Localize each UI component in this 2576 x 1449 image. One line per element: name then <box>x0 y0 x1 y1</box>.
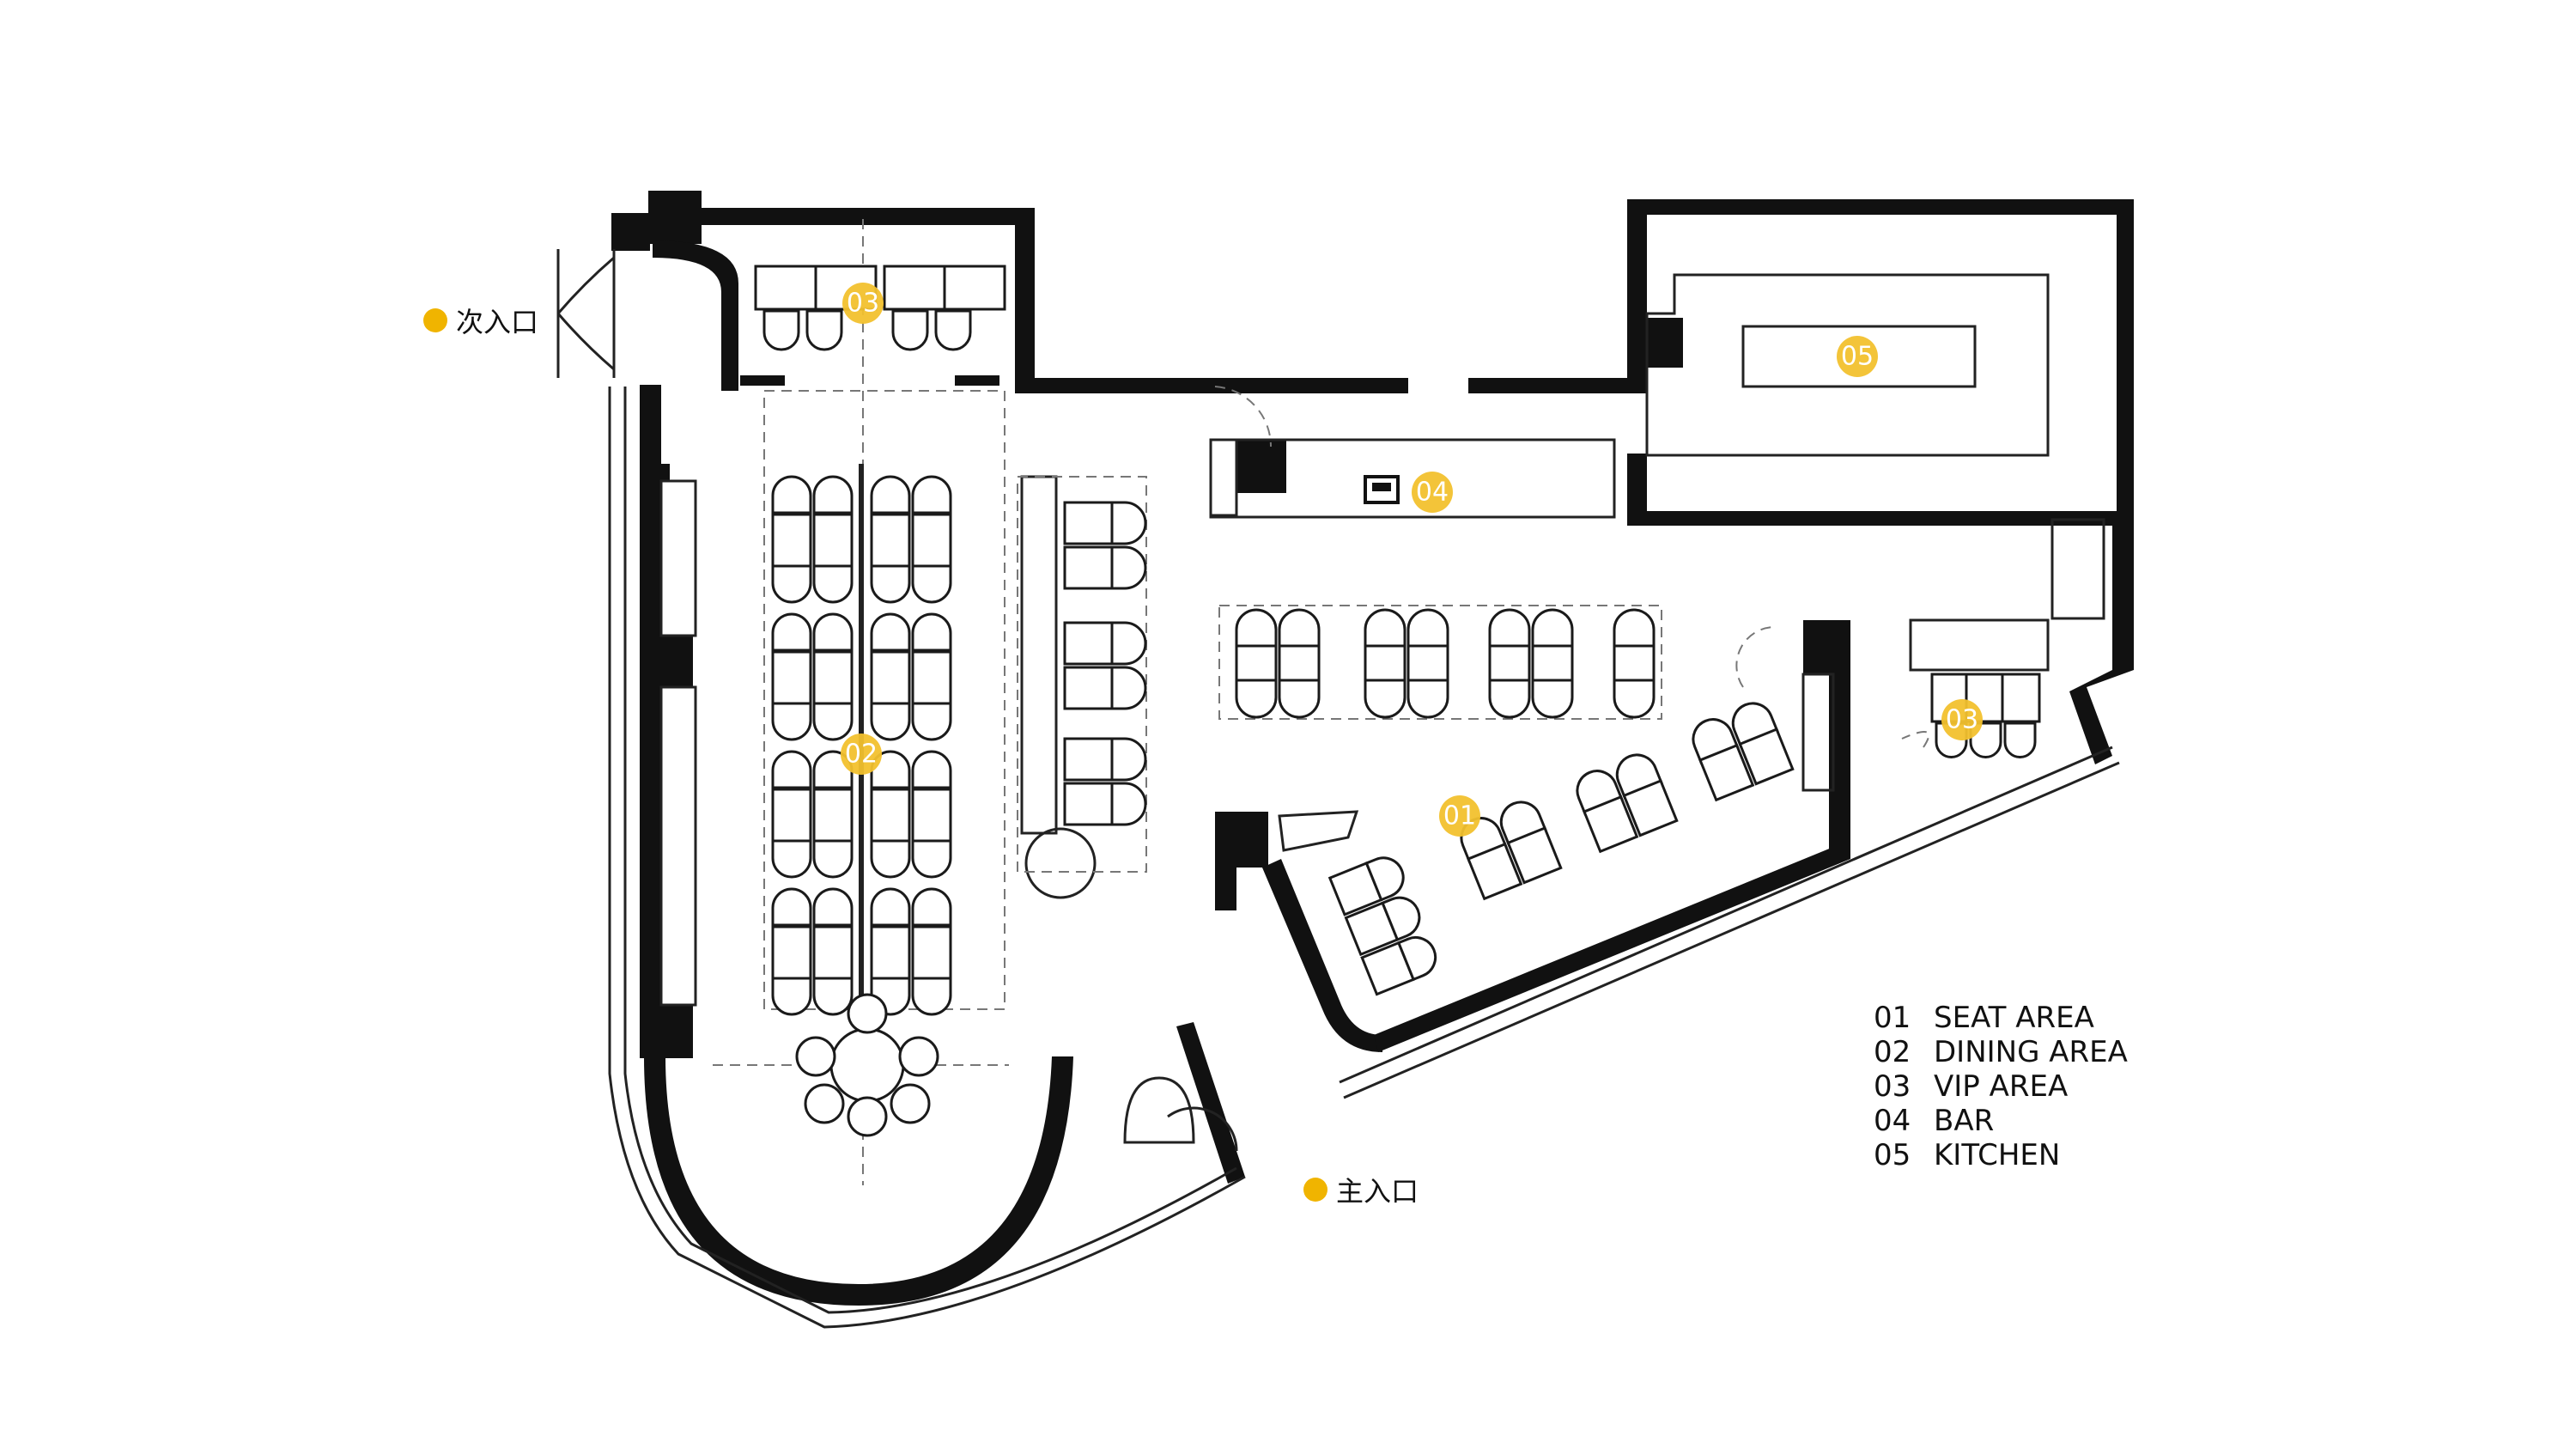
dining-table-set <box>812 750 854 879</box>
legend-number: 02 <box>1874 1035 1911 1069</box>
booth-furniture <box>1063 501 1147 826</box>
center-table-set <box>1235 608 1278 719</box>
outlines <box>556 249 2120 1329</box>
legend: 01 SEAT AREA 02 DINING AREA 03 VIP AREA … <box>1874 1001 2128 1172</box>
area-marker-vip-top: 03 <box>842 283 884 324</box>
center-table-set <box>1613 608 1656 719</box>
center-table-set <box>1531 608 1574 719</box>
dining-table-set <box>911 475 952 604</box>
legend-label: SEAT AREA <box>1934 1001 2094 1035</box>
booth-seat <box>1063 782 1147 826</box>
dining-table-set <box>771 887 812 1016</box>
area-marker-label: 03 <box>1946 705 1978 735</box>
seat-table-set <box>1692 702 1795 802</box>
dining-table-set <box>911 612 952 741</box>
legend-row: 01 SEAT AREA <box>1874 1001 2128 1035</box>
booth-seat <box>1063 737 1147 782</box>
coffee-machine-icon <box>1364 475 1400 504</box>
center-tables <box>1235 608 1656 719</box>
booth-seat <box>1063 545 1147 590</box>
dining-table-set <box>771 475 812 604</box>
secondary-entrance-text: 次入口 <box>456 306 539 338</box>
entrance-dot-icon <box>1303 1178 1327 1202</box>
dining-table-set <box>771 750 812 879</box>
area-marker-bar: 04 <box>1412 472 1453 513</box>
booth-seat <box>1063 666 1147 710</box>
center-table-set <box>1278 608 1321 719</box>
seat-table-set <box>1576 753 1679 854</box>
legend-label: DINING AREA <box>1934 1035 2128 1069</box>
legend-number: 01 <box>1874 1001 1911 1035</box>
legend-row: 03 VIP AREA <box>1874 1069 2128 1104</box>
dining-table-set <box>870 475 911 604</box>
legend-label: BAR <box>1934 1104 1995 1138</box>
entrance-dot-icon <box>423 308 447 332</box>
dining-table-set <box>812 475 854 604</box>
area-marker-dining: 02 <box>841 734 882 775</box>
area-marker-label: 01 <box>1443 801 1476 831</box>
center-table-set <box>1364 608 1406 719</box>
area-marker-seat: 01 <box>1439 795 1480 837</box>
area-marker-label: 05 <box>1841 342 1874 372</box>
dining-table-set <box>911 887 952 1016</box>
secondary-entrance-label: 次入口 <box>423 301 538 340</box>
legend-number: 03 <box>1874 1069 1911 1104</box>
corner-booth <box>1327 856 1437 996</box>
main-entrance-text: 主入口 <box>1336 1175 1419 1208</box>
area-marker-vip-right: 03 <box>1941 699 1983 740</box>
seat-area-furniture <box>1327 702 1795 996</box>
dining-table-set <box>870 750 911 879</box>
center-table-set <box>1488 608 1531 719</box>
legend-row: 05 KITCHEN <box>1874 1138 2128 1172</box>
area-markers: 03 02 04 05 01 03 <box>841 283 1983 837</box>
legend-number: 05 <box>1874 1138 1911 1172</box>
area-marker-label: 03 <box>847 289 879 319</box>
walls <box>611 191 2134 1306</box>
dining-table-set <box>812 612 854 741</box>
legend-label: VIP AREA <box>1934 1069 2069 1104</box>
dining-table-set <box>870 612 911 741</box>
dining-furniture <box>771 464 952 1137</box>
dining-table-set <box>870 887 911 1016</box>
area-marker-kitchen: 05 <box>1837 336 1878 377</box>
main-entrance-label: 主入口 <box>1303 1170 1419 1209</box>
dining-table-set <box>771 612 812 741</box>
dining-table-set <box>812 887 854 1016</box>
legend-row: 02 DINING AREA <box>1874 1035 2128 1069</box>
legend-number: 04 <box>1874 1104 1911 1138</box>
legend-row: 04 BAR <box>1874 1104 2128 1138</box>
area-marker-label: 02 <box>845 740 878 770</box>
booth-seat <box>1063 621 1147 666</box>
legend-label: KITCHEN <box>1934 1138 2061 1172</box>
area-marker-label: 04 <box>1416 478 1449 508</box>
center-table-set <box>1406 608 1449 719</box>
booth-seat <box>1063 501 1147 545</box>
dining-table-set <box>911 750 952 879</box>
